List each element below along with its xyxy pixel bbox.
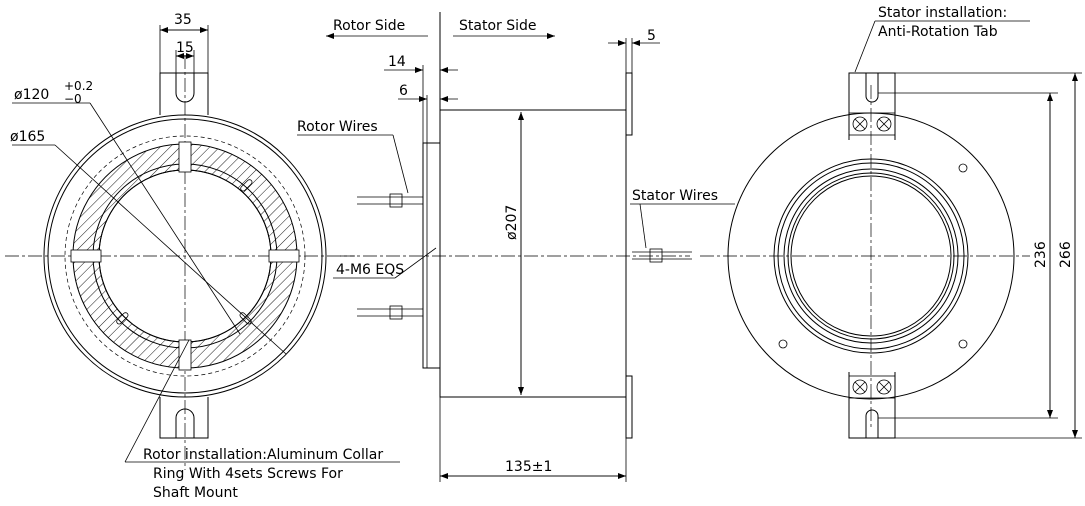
stator-bore-inner [790,175,952,337]
rotor-install-line2: Ring With 4sets Screws For [153,466,343,482]
dim-14-label: 14 [388,54,406,70]
stator-tab-bottom [848,372,896,439]
dim-266-label: 266 [1058,241,1074,268]
stator-install-line2: Anti-Rotation Tab [878,24,998,40]
rotor-wires-label: Rotor Wires [297,119,378,135]
screw-icon [852,379,868,395]
stator-wires-label: Stator Wires [632,188,718,204]
screw-icon [876,379,892,395]
dia-207-label: ø207 [504,205,520,240]
m6-leader [394,247,437,279]
rotor-wires [357,193,423,320]
m6-label: 4-M6 EQS [336,262,404,278]
dia-165-leader [54,144,287,355]
stator-wires-leader [639,203,647,249]
main-body [439,109,627,398]
rotor-tab-bottom [159,397,209,439]
dim-135-label: 135±1 [505,459,552,475]
dia-120-label: ø120 [14,87,49,103]
dim-15-label: 15 [176,40,194,56]
stator-tab-bottom [625,375,633,439]
rotor-wires-leader [392,134,409,194]
stator-wires [632,248,692,263]
rotor-side-view: 35 15 ø120 +0.2 −0 ø165 Rotor installati… [5,12,400,501]
tab-slot-bottom [175,408,195,438]
dia-120-tol-minus: −0 [64,92,82,106]
mount-hole [958,163,968,173]
screw-slot [116,312,129,325]
dim-5-label: 5 [647,28,656,44]
collar-gap-top [178,141,192,173]
screw-icon [876,116,892,132]
rotor-install-line3: Shaft Mount [153,485,238,501]
rotor-install-leader [124,339,190,463]
stator-install-line1: Stator installation: [878,5,1007,21]
mount-hole [778,339,788,349]
stator-side-label: Stator Side [459,18,537,34]
collar-gap-left [70,249,102,263]
dim-236-label: 236 [1033,241,1049,268]
dim-6-label: 6 [399,83,408,99]
stator-bore-outer [773,158,969,354]
dia-120-tol-plus: +0.2 [64,79,93,93]
screw-icon [852,116,868,132]
dia-165-label: ø165 [10,129,45,145]
outer-flange-circle [43,114,327,398]
collar-gap-right [268,249,300,263]
tab-slot-top [175,73,195,103]
stator-tab-top [625,72,633,136]
rotor-tab-top [159,72,209,115]
dia-120-leader [89,102,241,335]
rotor-install-line1: Rotor installation:Aluminum Collar [143,447,383,463]
flange-inner-circle [47,118,323,394]
stator-side-view: Stator installation: Anti-Rotation Tab 2… [700,5,1082,439]
hidden-circle [64,135,306,377]
side-view: Rotor Side Stator Side Rotor Wires [297,12,735,482]
dim-35-label: 35 [174,12,192,28]
rotor-flange [422,142,441,369]
stator-install-leader [854,20,876,73]
collar-gap-bottom [178,339,192,371]
mount-hole [958,339,968,349]
stator-tab-top [848,72,896,140]
screw-slot [240,179,253,192]
rotor-side-label: Rotor Side [333,18,405,34]
